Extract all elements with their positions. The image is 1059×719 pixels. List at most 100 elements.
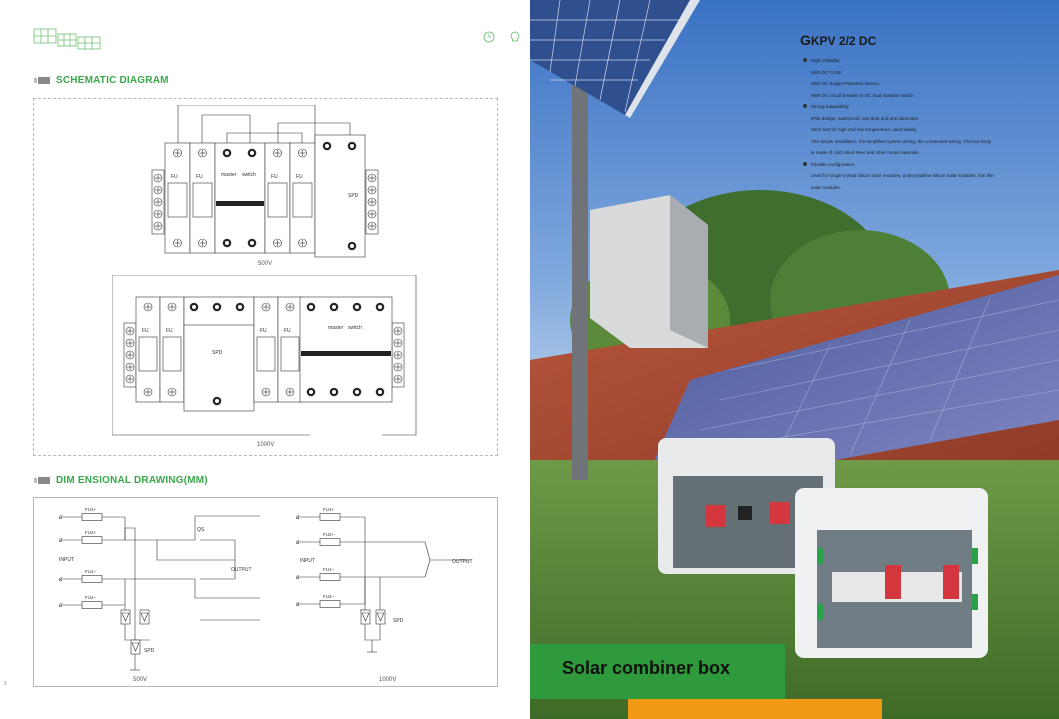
- fuse: [81, 601, 103, 609]
- solar-scene-illustration: [530, 0, 1059, 719]
- fuse: [319, 538, 341, 546]
- product-title: GKPV 2/2 DC: [800, 32, 876, 48]
- fuse: [319, 573, 341, 581]
- fuse-body: [256, 336, 276, 372]
- feature-line: solar modules.: [811, 184, 841, 190]
- line: [215, 305, 219, 309]
- fuse-body: [267, 182, 288, 218]
- line: [350, 144, 354, 148]
- fuse: [81, 513, 103, 521]
- line: [215, 399, 219, 403]
- diode: [361, 612, 370, 622]
- wiring-voltage-1000v: 1000V: [379, 677, 397, 683]
- fuse-body: [138, 336, 158, 372]
- fuse-label: FU: [296, 174, 303, 180]
- banner-text: Solar combiner box: [562, 658, 731, 678]
- line: [226, 132, 303, 143]
- line: [309, 390, 313, 394]
- fuse-body: [292, 182, 313, 218]
- spd-label: SPD: [393, 618, 404, 624]
- spd-element: [130, 639, 141, 655]
- line: [112, 275, 417, 436]
- wire: [424, 541, 431, 578]
- fuse-label: FU: [196, 174, 203, 180]
- line: [225, 151, 229, 155]
- input-terminal: ø: [59, 515, 63, 521]
- diode: [376, 612, 385, 622]
- fuse-label: FU2−: [85, 595, 97, 600]
- switch-label: switch: [242, 172, 256, 178]
- spd-label: SPD: [212, 350, 223, 356]
- wire: [194, 515, 260, 540]
- output-label: OUTPUT: [231, 567, 252, 573]
- fuse-label: FU: [284, 328, 291, 334]
- fuse-body: [280, 336, 300, 372]
- feature-line: With DC FUSE: [811, 69, 842, 75]
- feature-heading: High reliability: [803, 55, 1041, 67]
- fuse-body: [167, 182, 188, 218]
- fuse: [81, 575, 103, 583]
- line: [238, 305, 242, 309]
- spd-module: [314, 134, 366, 258]
- line: [332, 390, 336, 394]
- product-photo: [530, 0, 1059, 719]
- line: [250, 151, 254, 155]
- line: [378, 305, 382, 309]
- input-terminal: ø: [296, 515, 300, 521]
- fuse: [319, 513, 341, 521]
- feature-line: With DC circuit breaker or DC load isola…: [811, 92, 914, 98]
- fuse-label: FU: [142, 328, 149, 334]
- line: [325, 144, 329, 148]
- master-label: master: [328, 325, 344, 331]
- line: [192, 305, 196, 309]
- feature-line: IP65 design, waterproof, anti dust and a…: [811, 115, 920, 121]
- line: [355, 305, 359, 309]
- spd-element: [375, 609, 386, 625]
- fuse-body: [162, 336, 182, 372]
- master-switch: [214, 142, 266, 254]
- master-switch: [299, 296, 393, 403]
- feature-line: The simple installation, the simplified …: [811, 138, 991, 144]
- line: [309, 305, 313, 309]
- input-label: INPUT: [300, 558, 315, 564]
- fuse-label: FU: [271, 174, 278, 180]
- master-label: master: [221, 172, 237, 178]
- spd-label: SPD: [348, 193, 359, 199]
- fuse-label: FU: [171, 174, 178, 180]
- input-terminal: ø: [296, 575, 300, 581]
- lightbulb-icon: [510, 31, 520, 42]
- schematic-diagram-500v: FU FU master switch FU FU SPD: [151, 105, 379, 258]
- fuse-body: [192, 182, 213, 218]
- wire: [156, 539, 236, 561]
- dimensional-title: DIM ENSIONAL DRAWING(MM): [56, 475, 208, 486]
- solar-panels-logo-icon: [33, 28, 101, 50]
- wire: [194, 579, 260, 599]
- feature-line: Used for single crystal silicon solar mo…: [811, 173, 994, 178]
- line: [177, 105, 316, 143]
- fuse-label: FU1−: [323, 567, 335, 572]
- diode: [140, 612, 149, 622]
- line: [378, 390, 382, 394]
- qs-label: QS: [197, 527, 205, 533]
- product-title-initial: G: [800, 32, 811, 48]
- feature-line: is made of cold rolled steel and other m…: [811, 150, 920, 155]
- wire: [124, 527, 136, 640]
- page-number: 8: [4, 681, 7, 687]
- input-label: INPUT: [59, 557, 74, 563]
- fuse-label: FU2+: [323, 532, 335, 537]
- feature-heading: Flexible configuration: [803, 159, 1041, 171]
- line: [225, 241, 229, 245]
- feature-line: Strict test for high and low temperature…: [811, 127, 918, 132]
- fuse: [319, 600, 341, 608]
- diode: [131, 642, 140, 652]
- switch-label: switch: [348, 325, 362, 331]
- wire: [360, 542, 366, 611]
- section-bullet-icon: [34, 477, 50, 484]
- schematic-title: SCHEMATIC DIAGRAM: [56, 75, 169, 86]
- wire: [364, 624, 381, 641]
